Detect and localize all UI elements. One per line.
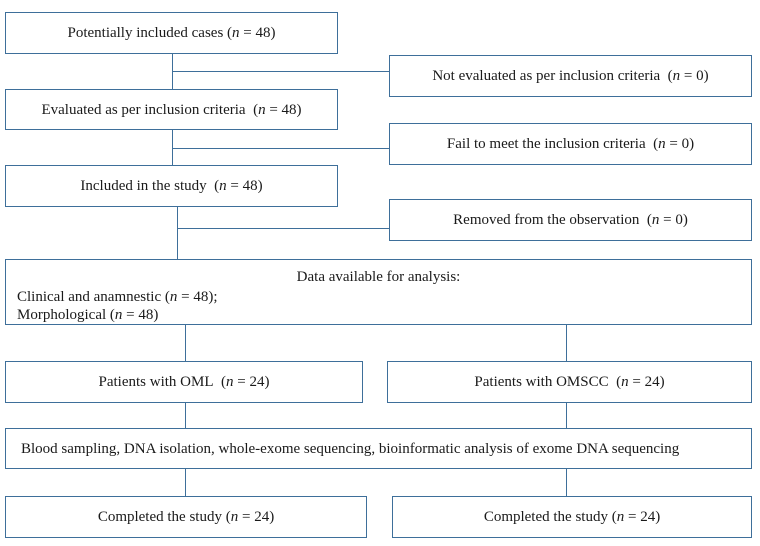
box-potentially-included: Potentially included cases (n = 48) (5, 12, 338, 54)
box-oml: Patients with OML (n = 24) (5, 361, 363, 403)
connector-6-left (185, 469, 186, 496)
box-completed-right: Completed the study (n = 24) (392, 496, 752, 538)
label: Patients with OML (n = 24) (98, 374, 270, 390)
data-available-clinical: Clinical and anamnestic (n = 48); (17, 289, 218, 305)
data-available-title: Data available for analysis: (296, 269, 461, 285)
processing-label: Blood sampling, DNA isolation, whole-exo… (21, 440, 680, 457)
box-fail-criteria: Fail to meet the inclusion criteria (n =… (389, 123, 752, 165)
box-not-evaluated: Not evaluated as per inclusion criteria … (389, 55, 752, 97)
label: Completed the study (n = 24) (483, 509, 661, 525)
connector-5-right (566, 403, 567, 428)
box-processing: Blood sampling, DNA isolation, whole-exo… (5, 428, 752, 469)
label: Evaluated as per inclusion criteria (n =… (41, 101, 302, 118)
box-completed-left: Completed the study (n = 24) (5, 496, 367, 538)
label: Completed the study (n = 24) (97, 509, 275, 525)
connector-3-vertical (177, 207, 178, 259)
label: Potentially included cases (n = 48) (67, 25, 276, 41)
data-available-morphological: Morphological (n = 48) (17, 307, 159, 323)
connector-1-horizontal (172, 71, 389, 72)
label: Removed from the observation (n = 0) (453, 212, 688, 228)
connector-2-horizontal (172, 148, 389, 149)
label: Patients with OMSCC (n = 24) (474, 374, 665, 390)
box-data-available: Data available for analysis: Clinical an… (5, 259, 752, 325)
connector-4-left (185, 325, 186, 361)
box-removed: Removed from the observation (n = 0) (389, 199, 752, 241)
label: Fail to meet the inclusion criteria (n =… (446, 136, 695, 152)
box-included: Included in the study (n = 48) (5, 165, 338, 207)
connector-3-horizontal (177, 228, 389, 229)
box-evaluated: Evaluated as per inclusion criteria (n =… (5, 89, 338, 130)
box-omscc: Patients with OMSCC (n = 24) (387, 361, 752, 403)
connector-6-right (566, 469, 567, 496)
connector-4-right (566, 325, 567, 361)
label: Not evaluated as per inclusion criteria … (432, 68, 709, 84)
connector-2-vertical (172, 130, 173, 165)
label: Included in the study (n = 48) (80, 178, 263, 194)
connector-5-left (185, 403, 186, 428)
